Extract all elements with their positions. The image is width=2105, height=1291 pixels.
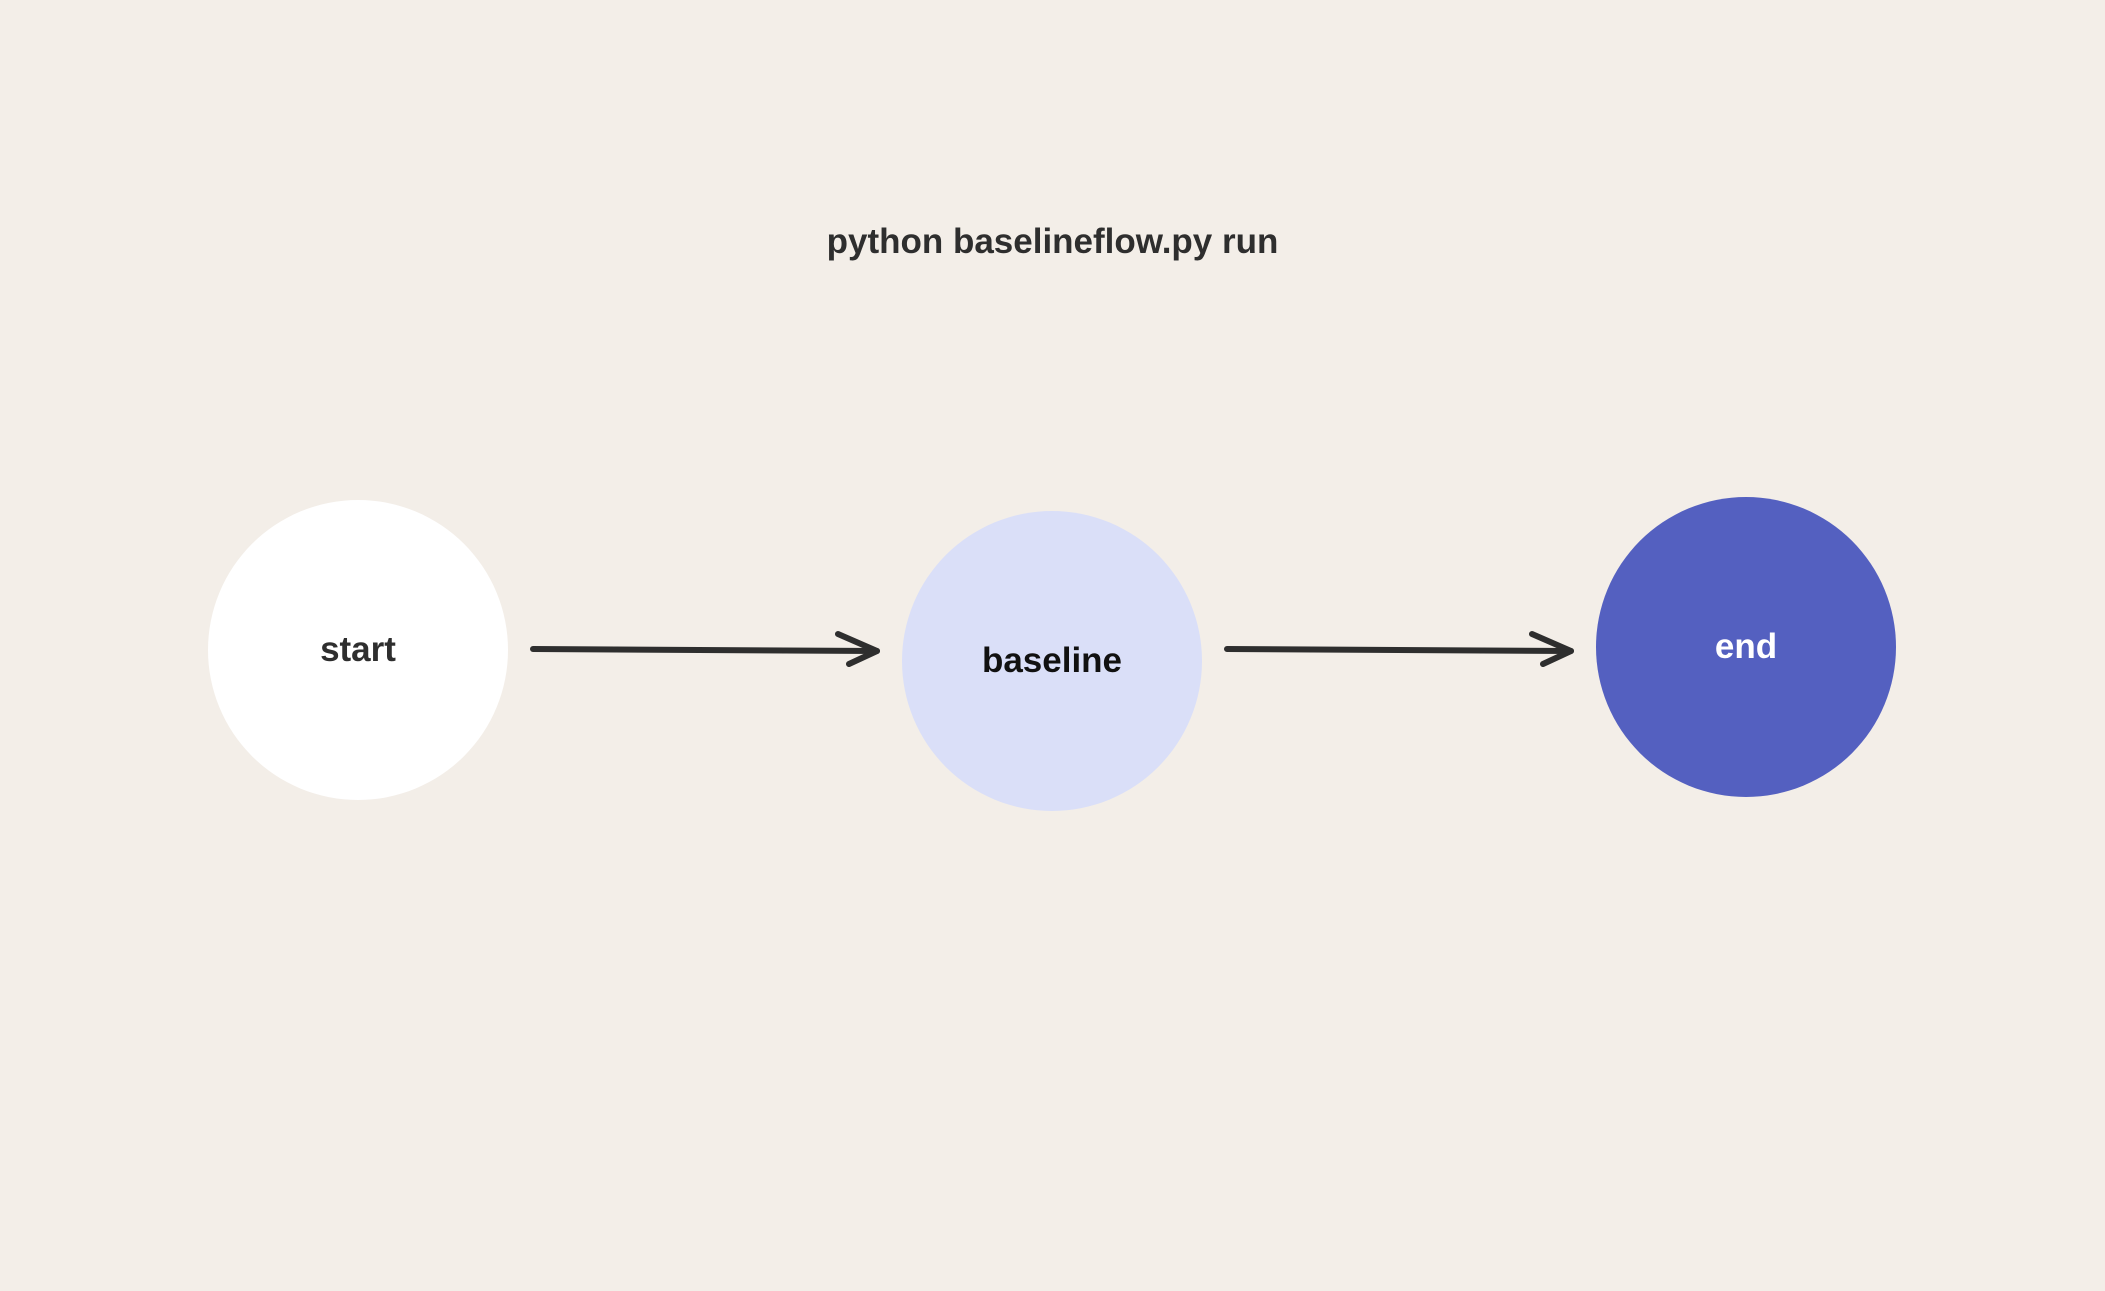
node-start: start [208,500,508,800]
edge-baseline-to-end [1224,631,1574,667]
diagram-title: python baselineflow.py run [826,222,1279,261]
node-baseline-label: baseline [981,641,1123,680]
node-end: end [1596,497,1896,797]
node-end-label: end [1714,627,1778,666]
node-baseline: baseline [902,511,1202,811]
edge-start-to-baseline [530,631,880,667]
node-start-label: start [320,630,396,669]
